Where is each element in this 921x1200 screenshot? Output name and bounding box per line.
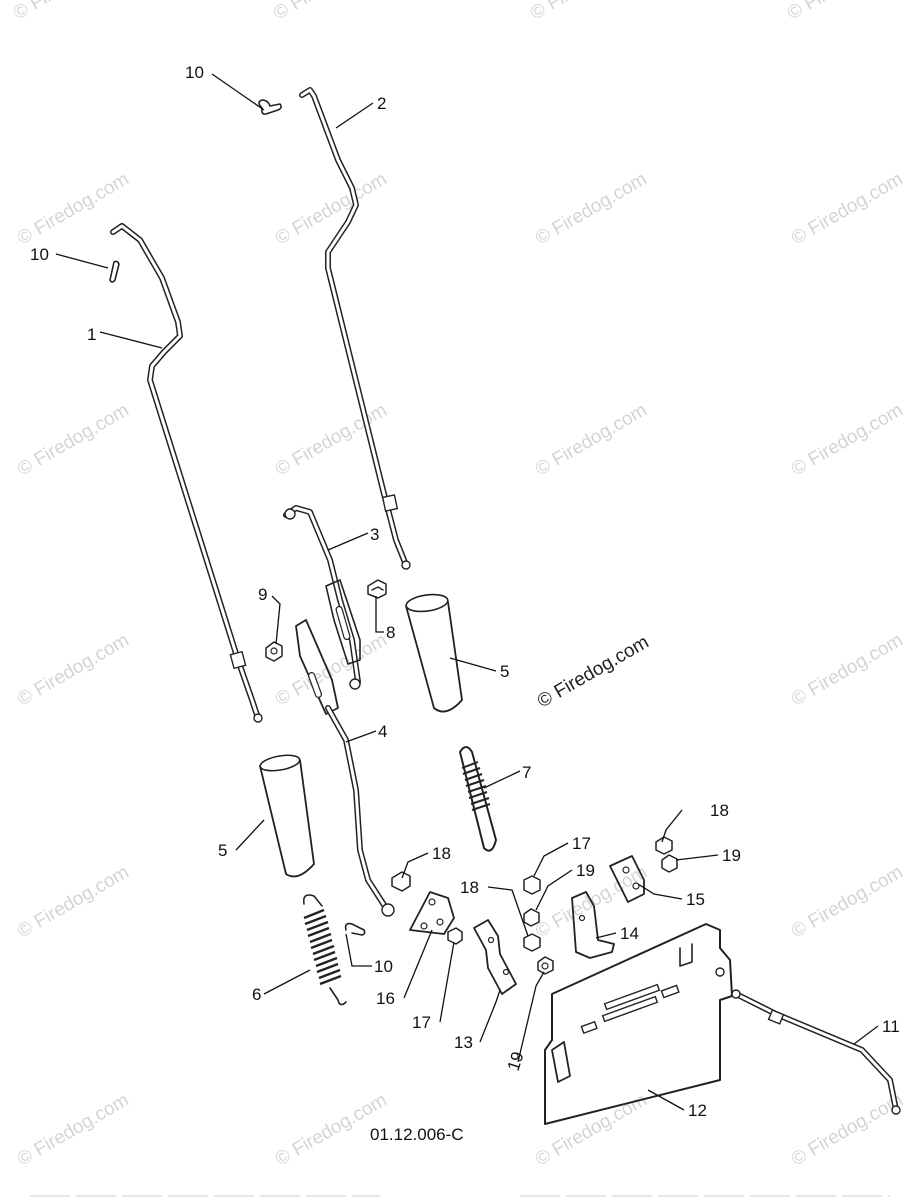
part-18-bolt-mid [523,933,541,952]
part-6-spring [302,894,347,1006]
leader-lines [55,73,879,1111]
watermark-center: © Firedog.com [534,632,653,713]
watermark: © Firedog.com [788,630,907,711]
callout-10: 10 [30,245,49,264]
callout-12: 12 [688,1101,707,1120]
part-10-clip-bottom [344,922,366,936]
watermark: © Firedog.com [272,630,391,711]
callout-5: 5 [500,662,509,681]
callout-18: 18 [710,801,729,820]
part-19-nut-right [661,854,678,873]
part-7-spring [459,746,497,852]
callout-19: 19 [504,1049,528,1073]
watermark: © Firedog.com [788,169,907,250]
callout-13: 13 [454,1033,473,1052]
part-13-bracket [473,919,517,995]
watermark: © Firedog.com [10,0,129,24]
part-3-rod [283,505,361,690]
callout-6: 6 [252,985,261,1004]
watermark-layer: © Firedog.com © Firedog.com © Firedog.co… [10,0,907,1170]
part-4-rod [295,619,395,917]
callout-1: 1 [87,325,96,344]
callout-18: 18 [432,844,451,863]
callout-14: 14 [620,924,639,943]
watermark: © Firedog.com [272,169,391,250]
watermark: © Firedog.com [14,169,133,250]
watermark: © Firedog.com [532,400,651,481]
callout-10: 10 [374,957,393,976]
callout-11: 11 [882,1017,900,1036]
part-10-clip-top [258,99,282,115]
watermark: © Firedog.com [788,1090,907,1171]
watermark: © Firedog.com [788,862,907,943]
watermark: © Firedog.com [270,0,389,24]
callout-19: 19 [576,861,595,880]
callout-3: 3 [370,525,379,544]
callout-18: 18 [460,878,479,897]
callout-17: 17 [572,834,591,853]
callout-15: 15 [686,890,705,909]
part-12-plate [544,923,733,1125]
part-5-grip-lower [259,754,315,878]
part-16-plate [409,891,455,935]
part-1-rod [110,223,263,723]
watermark: © Firedog.com [527,0,646,24]
callout-19: 19 [722,846,741,865]
part-14-bracket [571,891,615,959]
callout-labels: 10 2 10 1 3 9 8 5 4 7 5 18 17 19 18 19 1… [30,63,900,1120]
callout-17: 17 [412,1013,431,1032]
callout-5: 5 [218,841,227,860]
watermark: © Firedog.com [14,630,133,711]
callout-16: 16 [376,989,395,1008]
part-18-bolt-left [391,871,411,892]
part-5-grip-upper [405,593,463,713]
callout-4: 4 [378,722,387,741]
watermark: © Firedog.com [14,1090,133,1171]
callout-7: 7 [522,763,531,782]
part-19-nut-upper [523,908,540,927]
watermark: © Firedog.com [14,862,133,943]
part-17-stud-right [523,875,541,895]
watermark: © Firedog.com [532,169,651,250]
watermark: © Firedog.com [14,400,133,481]
part-11-rod [731,989,901,1115]
callout-2: 2 [377,94,386,113]
callout-9: 9 [258,585,267,604]
part-2-rod [299,87,411,570]
part-9-nut [265,641,283,662]
watermark: © Firedog.com [788,400,907,481]
callout-10: 10 [185,63,204,82]
part-17-stud-left [447,927,463,945]
part-8-bolt [367,579,387,599]
part-18-bolt-right [655,836,673,855]
part-10-clip-left [109,260,120,283]
watermark: © Firedog.com [784,0,903,24]
callout-8: 8 [386,623,395,642]
part-19-nut-lower [537,956,554,975]
drawing-number: 01.12.006-C [370,1125,464,1144]
